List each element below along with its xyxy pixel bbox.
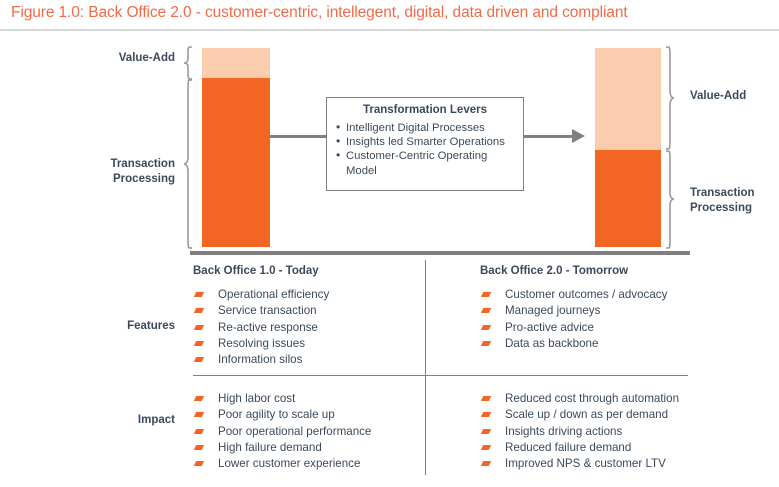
list-item: High failure demand [193,440,371,456]
bar-segment-value-add-left [202,48,270,78]
impact-list-right: Reduced cost through automation Scale up… [480,391,679,472]
brace-value-add-left [178,46,194,80]
list-item: Insights driving actions [480,424,679,440]
list-item: High labor cost [193,391,371,407]
arrow-right-icon [572,129,585,143]
axis-label-transaction-processing-left: Transaction Processing [0,157,175,187]
axis-label-txn-right-line1: Transaction [690,187,755,199]
bar-segment-transaction-processing-left [202,78,270,247]
connector-line-right [524,135,574,138]
list-item: Poor operational performance [193,424,371,440]
list-item: Customer-Centric Operating Model [335,148,515,177]
bar-segment-transaction-processing-right [595,150,661,247]
brace-value-add-right [664,46,680,150]
transformation-levers-title: Transformation Levers [363,104,487,116]
list-item: Information silos [193,352,329,368]
column-heading-back-office-2: Back Office 2.0 - Tomorrow [480,265,629,277]
list-item: Data as backbone [480,336,667,352]
row-label-features: Features [127,320,175,332]
list-item: Intelligent Digital Processes [335,120,515,135]
axis-label-transaction-processing-right: Transaction Processing [690,186,779,216]
transformation-levers-box: Transformation Levers Intelligent Digita… [326,97,524,191]
axis-label-txn-left-line1: Transaction [110,158,175,170]
list-item: Insights led Smarter Operations [335,134,515,149]
list-item: Pro-active advice [480,320,667,336]
list-item: Poor agility to scale up [193,407,371,423]
title-divider [0,29,779,31]
brace-transaction-processing-left [178,79,194,249]
list-item: Service transaction [193,303,329,319]
row-label-impact: Impact [137,414,175,426]
connector-line-left [270,135,326,138]
list-item: Scale up / down as per demand [480,407,679,423]
list-item: Re-active response [193,320,329,336]
list-item: Customer outcomes / advocacy [480,287,667,303]
list-item: Resolving issues [193,336,329,352]
bar-back-office-1 [202,48,270,247]
axis-label-txn-left-line2: Processing [113,173,175,185]
page-title: Figure 1.0: Back Office 2.0 - customer-c… [11,4,628,21]
list-item: Reduced cost through automation [480,391,679,407]
bar-back-office-2 [595,48,661,247]
axis-label-txn-right-line2: Processing [690,202,752,214]
row-divider [193,375,688,377]
bar-segment-value-add-right [595,48,661,150]
list-item: Lower customer experience [193,456,371,472]
list-item: Reduced failure demand [480,440,679,456]
transformation-levers-list: Intelligent Digital Processes Insights l… [335,120,515,178]
features-list-left: Operational efficiency Service transacti… [193,287,329,368]
impact-list-left: High labor cost Poor agility to scale up… [193,391,371,472]
axis-label-value-add-left: Value-Add [118,52,175,64]
column-divider [425,260,427,475]
list-item: Managed journeys [480,303,667,319]
brace-transaction-processing-right [664,150,680,249]
column-heading-back-office-1: Back Office 1.0 - Today [193,265,319,277]
list-item: Operational efficiency [193,287,329,303]
axis-label-value-add-right: Value-Add [690,90,747,102]
chart-baseline [190,251,690,255]
list-item: Improved NPS & customer LTV [480,456,679,472]
features-list-right: Customer outcomes / advocacy Managed jou… [480,287,667,352]
